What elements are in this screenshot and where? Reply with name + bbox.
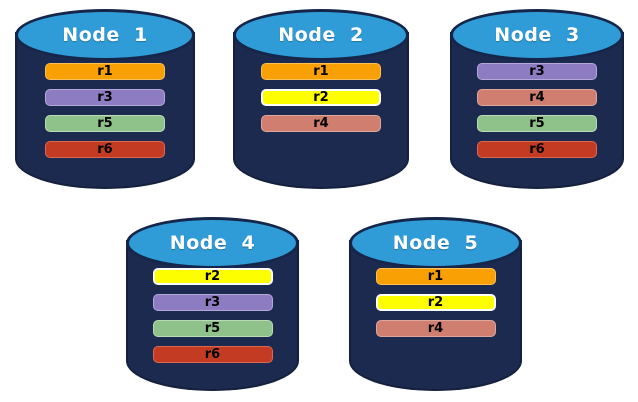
database-node-5: Node 5 r1 r2 r4	[348, 216, 523, 392]
replica-bar-r5: r5	[45, 115, 165, 132]
replica-label: r6	[529, 142, 545, 157]
replica-bar-r5: r5	[152, 320, 273, 337]
replica-bar-r6: r6	[152, 346, 273, 363]
node-title: Node 2	[278, 24, 364, 46]
replica-bar-r2: r2	[261, 89, 381, 106]
replica-label: r6	[97, 142, 113, 157]
cylinder-top-ellipse: Node 5	[349, 217, 522, 269]
replica-bar-r1: r1	[375, 268, 496, 285]
replica-label: r6	[204, 347, 221, 362]
replica-bar-r6: r6	[45, 141, 165, 158]
replica-bar-r4: r4	[477, 89, 597, 106]
replica-label: r1	[427, 269, 444, 284]
replica-list: r1 r3 r5 r6	[14, 63, 196, 158]
replica-bar-r6: r6	[477, 141, 597, 158]
database-node-3: Node 3 r3 r4 r5 r6	[449, 8, 625, 190]
node-title: Node 4	[169, 232, 256, 254]
node-title: Node 1	[62, 24, 148, 46]
database-node-2: Node 2 r1 r2 r4	[232, 8, 410, 190]
replica-label: r5	[97, 116, 113, 131]
replica-bar-r4: r4	[375, 320, 496, 337]
cylinder-top-ellipse: Node 2	[233, 9, 409, 61]
database-node-1: Node 1 r1 r3 r5 r6	[14, 8, 196, 190]
replica-list: r2 r3 r5 r6	[125, 268, 300, 363]
replica-label: r4	[313, 116, 329, 131]
replica-bar-r2: r2	[152, 268, 273, 285]
replica-label: r1	[313, 64, 329, 79]
replica-label: r5	[529, 116, 545, 131]
replica-bar-r1: r1	[45, 63, 165, 80]
node-title: Node 5	[392, 232, 479, 254]
replica-list: r1 r2 r4	[232, 63, 410, 132]
replica-bar-r3: r3	[152, 294, 273, 311]
replica-label: r3	[529, 64, 545, 79]
replica-bar-r3: r3	[45, 89, 165, 106]
replica-label: r4	[427, 321, 444, 336]
replica-list: r1 r2 r4	[348, 268, 523, 337]
replica-label: r3	[204, 295, 221, 310]
database-node-4: Node 4 r2 r3 r5 r6	[125, 216, 300, 392]
replica-bar-r2: r2	[375, 294, 496, 311]
cylinder-top-ellipse: Node 3	[450, 9, 624, 61]
replica-bar-r5: r5	[477, 115, 597, 132]
replica-label: r2	[427, 295, 444, 310]
node-title: Node 3	[494, 24, 580, 46]
replica-list: r3 r4 r5 r6	[449, 63, 625, 158]
replica-label: r2	[313, 90, 329, 105]
replica-bar-r3: r3	[477, 63, 597, 80]
replica-bar-r1: r1	[261, 63, 381, 80]
replica-bar-r4: r4	[261, 115, 381, 132]
cylinder-top-ellipse: Node 4	[126, 217, 299, 269]
replica-label: r2	[204, 269, 221, 284]
cylinder-top-ellipse: Node 1	[15, 9, 195, 61]
replica-label: r4	[529, 90, 545, 105]
replica-label: r5	[204, 321, 221, 336]
replica-label: r1	[97, 64, 113, 79]
replica-label: r3	[97, 90, 113, 105]
